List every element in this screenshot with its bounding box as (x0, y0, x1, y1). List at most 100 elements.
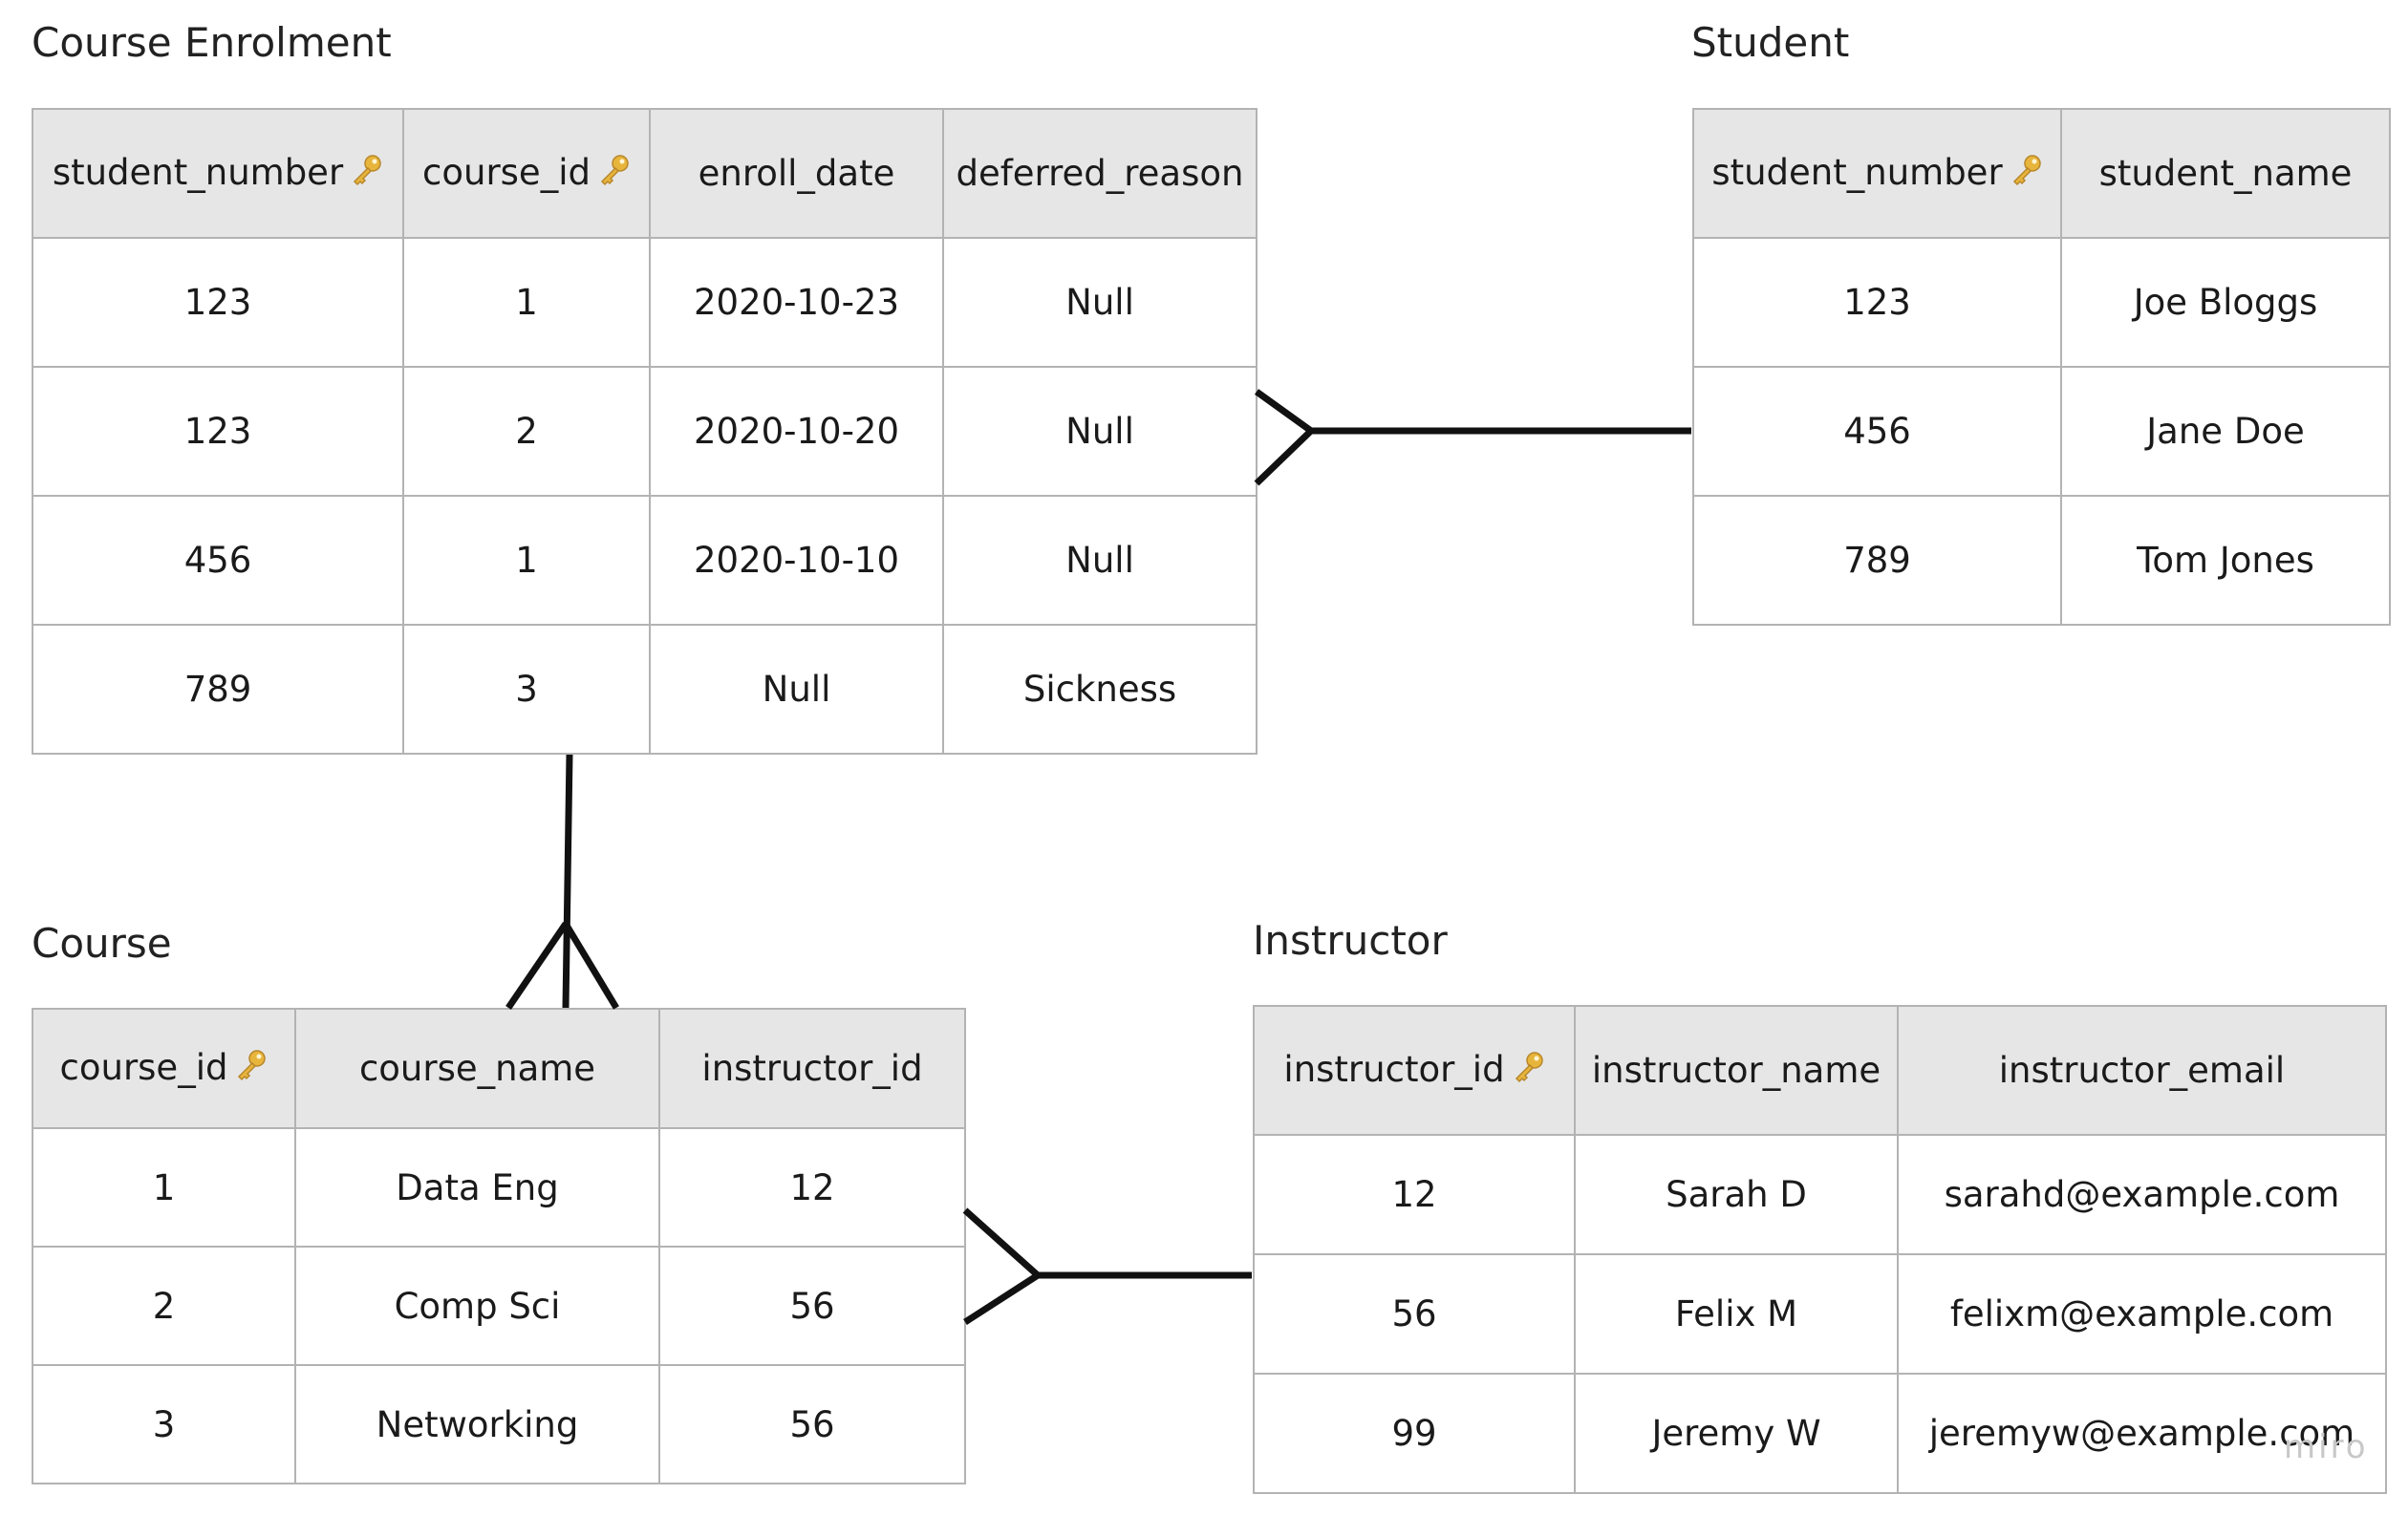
course-enrolment-table: student_number course_id enroll_date deferr… (32, 108, 1258, 755)
column-header: deferred_reason (942, 108, 1258, 239)
column-header: instructor_id (1253, 1005, 1576, 1136)
key-icon (2009, 153, 2043, 196)
column-header-label: instructor_email (1998, 1050, 2286, 1091)
column-header-label: deferred_reason (956, 153, 1244, 194)
table-cell: 789 (1692, 495, 2062, 626)
key-icon (1511, 1050, 1545, 1093)
column-header: course_name (294, 1008, 660, 1129)
table-cell: Networking (294, 1364, 660, 1484)
column-header: student_number (1692, 108, 2062, 239)
column-header-label: course_id (422, 151, 591, 193)
table-cell: 2020-10-23 (649, 237, 944, 368)
header-row: student_number student_name (1692, 108, 2391, 239)
header-row: course_id course_name instructor_id (32, 1008, 966, 1129)
enrolment-course-line (562, 754, 573, 1009)
column-header-label: instructor_id (701, 1048, 923, 1089)
table-cell: 3 (402, 624, 651, 755)
table-cell: 56 (1253, 1253, 1576, 1375)
table-cell: 99 (1253, 1373, 1576, 1494)
table-cell: Null (942, 237, 1258, 368)
header-row: instructor_id instructor_name instructor_e… (1253, 1005, 2387, 1136)
table-cell: 12 (1253, 1134, 1576, 1255)
column-header-label: course_name (358, 1048, 596, 1089)
table-cell: Sarah D (1574, 1134, 1899, 1255)
student-title: Student (1691, 19, 1850, 66)
course-title: Course (32, 920, 172, 967)
table-cell: 1 (402, 495, 651, 626)
column-header-label: student_number (52, 151, 344, 193)
table-cell: 456 (32, 495, 404, 626)
table-cell: 123 (32, 366, 404, 497)
table-cell: 123 (1692, 237, 2062, 368)
column-header-label: instructor_id (1283, 1048, 1505, 1090)
column-header: instructor_email (1897, 1005, 2387, 1136)
header-row: student_number course_id enroll_date deferr… (32, 108, 1258, 239)
column-header: enroll_date (649, 108, 944, 239)
table-cell: 56 (658, 1246, 966, 1366)
table-cell: 3 (32, 1364, 296, 1484)
column-header-label: student_name (2098, 153, 2353, 194)
course-crowfoot-right (563, 922, 619, 1010)
table-cell: felixm@example.com (1897, 1253, 2387, 1375)
table-cell: 123 (32, 237, 404, 368)
table-cell: Felix M (1574, 1253, 1899, 1375)
key-icon (233, 1048, 268, 1091)
table-cell: Joe Bloggs (2060, 237, 2391, 368)
table-cell: Tom Jones (2060, 495, 2391, 626)
table-cell: 12 (658, 1127, 966, 1248)
table-cell: Jeremy W (1574, 1373, 1899, 1494)
course-instructor-relation (962, 1207, 1252, 1325)
enrolment-course-relation (505, 754, 619, 1010)
table-cell: Data Eng (294, 1127, 660, 1248)
enrolment-crowfoot-upper (1254, 389, 1314, 434)
course-crowfoot-left (505, 922, 569, 1010)
table-cell: Jane Doe (2060, 366, 2391, 497)
column-header: instructor_id (658, 1008, 966, 1129)
column-header: instructor_name (1574, 1005, 1899, 1136)
column-header: student_number (32, 108, 404, 239)
column-header-label: instructor_name (1591, 1050, 1881, 1091)
table-cell: Null (942, 495, 1258, 626)
table-cell: 1 (402, 237, 651, 368)
table-cell: 2 (32, 1246, 296, 1366)
instructor-title: Instructor (1253, 917, 1448, 964)
table-cell: sarahd@example.com (1897, 1134, 2387, 1255)
table-cell: 789 (32, 624, 404, 755)
column-header-label: student_number (1711, 151, 2003, 193)
column-header-label: course_id (59, 1046, 228, 1088)
key-icon (349, 153, 383, 196)
enrolment-student-relation (1254, 389, 1691, 486)
table-cell: 1 (32, 1127, 296, 1248)
table-cell: jeremyw@example.com (1897, 1373, 2387, 1494)
column-header: course_id (32, 1008, 296, 1129)
table-cell: 2020-10-20 (649, 366, 944, 497)
course-crowfoot-lower (963, 1272, 1040, 1325)
table-cell: Sickness (942, 624, 1258, 755)
table-cell: 2020-10-10 (649, 495, 944, 626)
miro-watermark: miro (2284, 1428, 2369, 1466)
table-cell: Comp Sci (294, 1246, 660, 1366)
table-cell: 456 (1692, 366, 2062, 497)
enrolment-title: Course Enrolment (32, 19, 392, 66)
course-crowfoot-upper (962, 1207, 1041, 1278)
column-header-label: enroll_date (698, 153, 895, 194)
table-cell: Null (649, 624, 944, 755)
table-cell: Null (942, 366, 1258, 497)
table-cell: 56 (658, 1364, 966, 1484)
column-header: course_id (402, 108, 651, 239)
